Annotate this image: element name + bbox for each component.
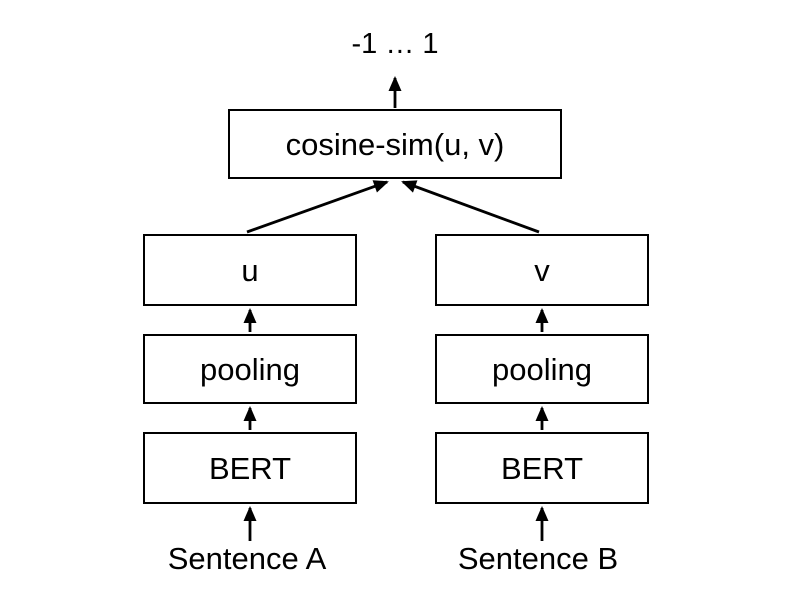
arrow-v-to-cosine: [401, 180, 540, 234]
sentence-b-label: Sentence B: [457, 541, 619, 576]
pooling-right-box: pooling: [435, 334, 649, 404]
pooling-left-box: pooling: [143, 334, 357, 404]
v-embedding-box: v: [435, 234, 649, 306]
bert-right-box: BERT: [435, 432, 649, 504]
cosine-similarity-box: cosine-sim(u, v): [228, 109, 562, 179]
u-embedding-box: u: [143, 234, 357, 306]
arrow-u-to-cosine: [246, 180, 389, 234]
sentence-a-label: Sentence A: [167, 541, 327, 576]
bert-left-box: BERT: [143, 432, 357, 504]
output-range-label: -1 … 1: [351, 28, 439, 60]
